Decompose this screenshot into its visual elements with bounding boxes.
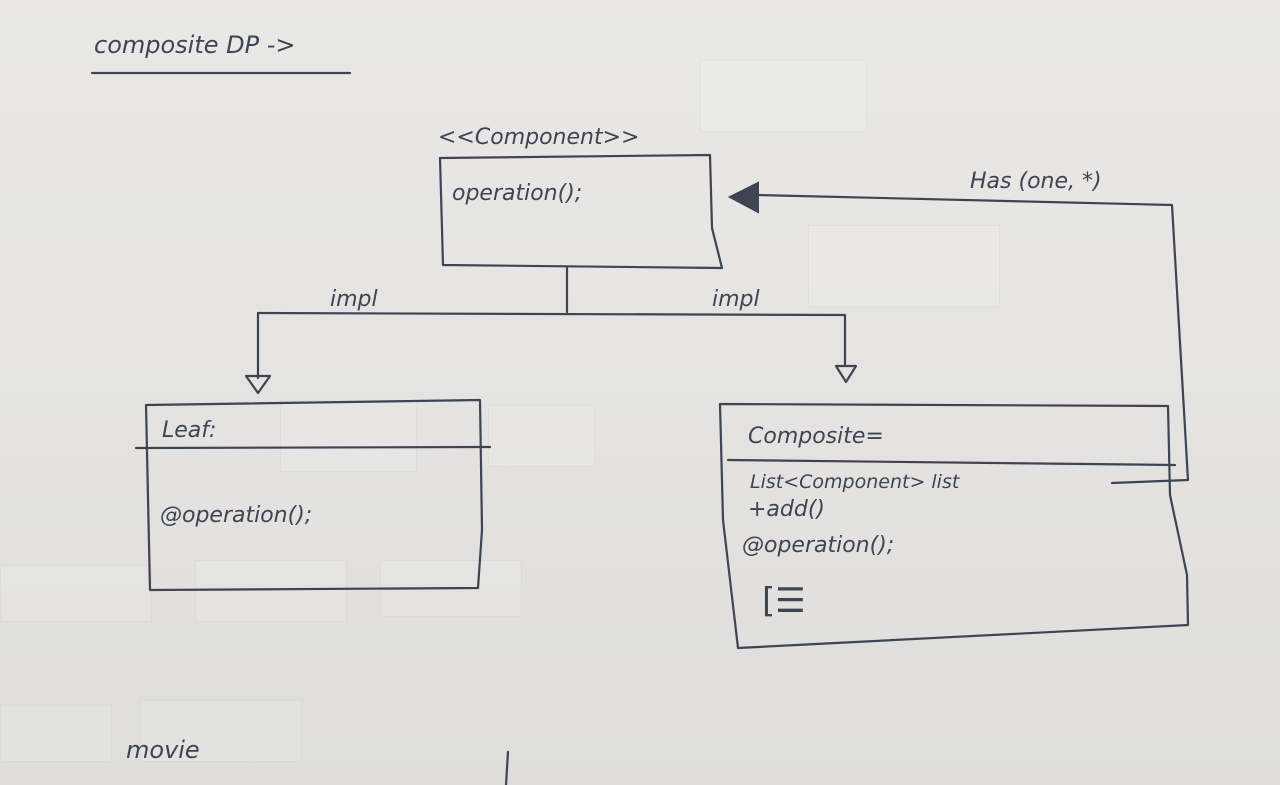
composite-field: List<Component> list <box>750 471 961 493</box>
paper-ghost-4 <box>488 405 595 467</box>
composite-body-mark: [☰ <box>762 581 806 621</box>
impl-right-arrowhead <box>834 364 858 384</box>
leaf-method: @operation(); <box>160 503 312 528</box>
composite-box <box>718 402 1190 650</box>
composite-divider <box>726 458 1177 467</box>
has-aggregation-line <box>756 193 1190 485</box>
has-label: Has (one, *) <box>970 169 1102 194</box>
composite-name: Composite= <box>748 424 884 449</box>
paper-ghost-1 <box>700 60 867 132</box>
bottom-note: movie <box>126 736 200 764</box>
component-stereotype: <<Component>> <box>438 125 639 150</box>
leaf-divider <box>134 445 492 450</box>
has-arrowhead <box>727 181 759 214</box>
paper-ghost-5 <box>0 565 152 622</box>
composite-add: +add() <box>748 497 825 522</box>
component-operation: operation(); <box>452 181 582 206</box>
paper-ghost-6 <box>195 560 347 622</box>
paper-ghost-2 <box>808 225 1000 307</box>
leaf-name: Leaf: <box>162 418 216 443</box>
page-title: composite DP -> <box>94 31 296 59</box>
leaf-box <box>144 398 484 592</box>
impl-left-label: impl <box>330 287 378 312</box>
component-box <box>438 153 724 270</box>
impl-left-arrowhead <box>244 374 272 395</box>
paper-ghost-8 <box>0 705 112 762</box>
paper-ghost-9 <box>140 700 302 762</box>
paper-ghost-3 <box>280 400 417 472</box>
impl-horizontal-line <box>256 311 847 317</box>
composite-method: @operation(); <box>742 533 894 558</box>
impl-right-label: impl <box>712 287 760 312</box>
bottom-stroke <box>504 750 510 785</box>
